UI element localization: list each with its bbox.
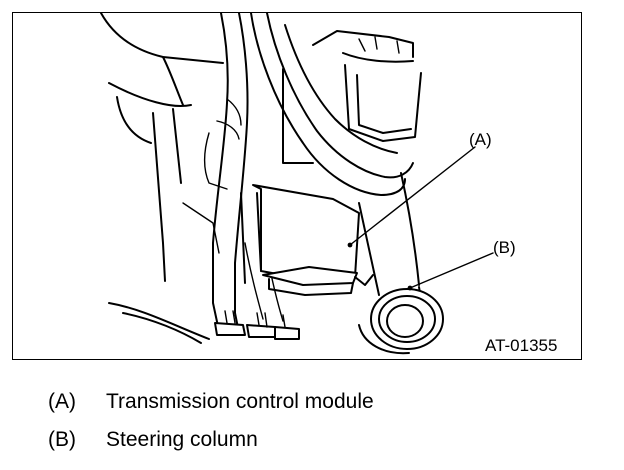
- legend-key: (A): [48, 390, 76, 413]
- leader-line-a: [349, 146, 476, 246]
- steering-column: [358, 172, 444, 355]
- wiring-harness: [203, 13, 414, 334]
- legend-key: (B): [48, 428, 76, 451]
- legend-label: Transmission control module: [106, 390, 374, 413]
- transmission-control-module: [240, 184, 374, 296]
- dashboard-panel: [100, 13, 224, 344]
- leader-line-b: [409, 252, 494, 289]
- legend-label: Steering column: [106, 428, 258, 451]
- diagram-frame: (A) (B) AT-01355: [12, 12, 582, 360]
- connector-plugs: [214, 310, 300, 340]
- figure-reference-code: AT-01355: [485, 336, 557, 355]
- callout-label-b: (B): [493, 238, 516, 257]
- line-drawing: (A) (B) AT-01355: [100, 13, 557, 355]
- callout-label-a: (A): [469, 130, 492, 149]
- instrument-panel-console: [282, 30, 422, 164]
